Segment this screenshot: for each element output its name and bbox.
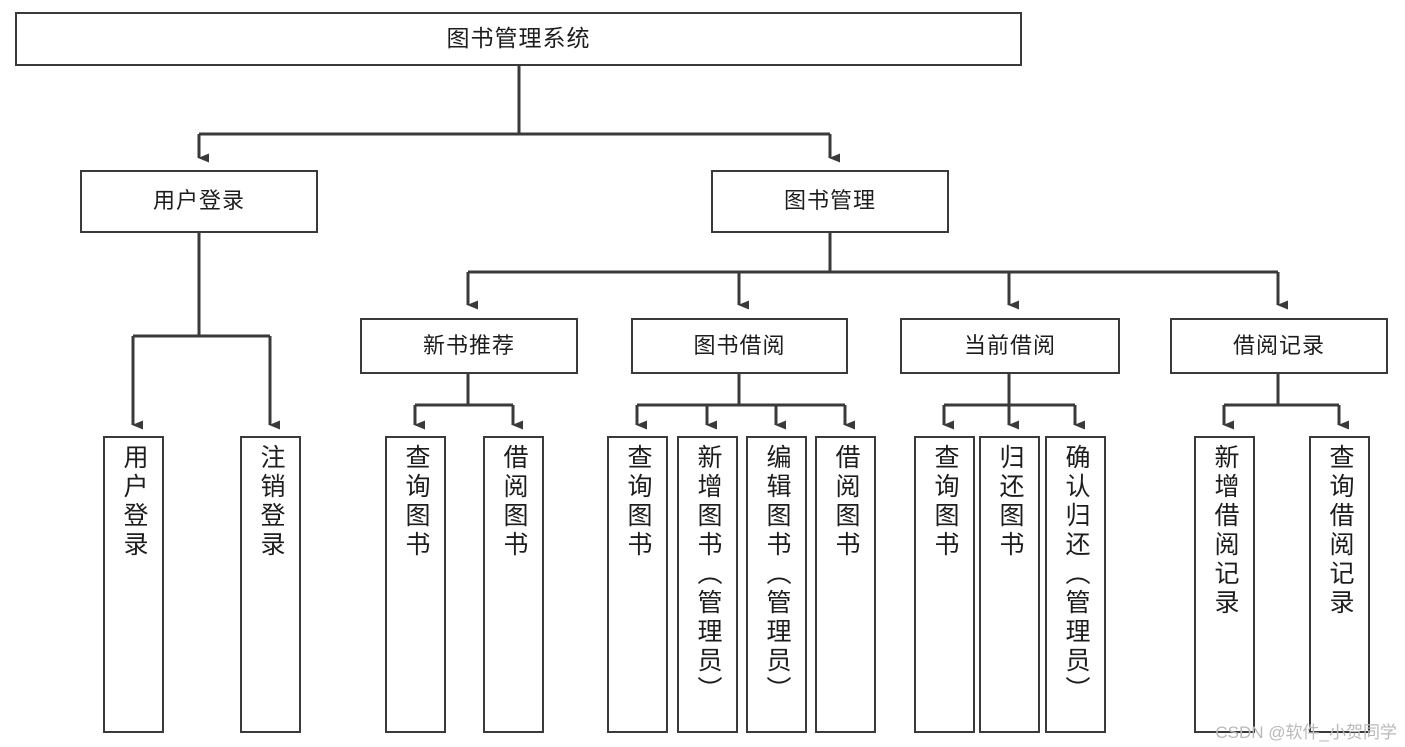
- node-leaf-return-book-label: 归还图书: [996, 444, 1024, 560]
- node-leaf-borrow-book-b-label: 借阅图书: [832, 444, 860, 560]
- node-borrow-record[interactable]: 借阅记录: [1170, 318, 1388, 374]
- node-leaf-edit-book-label: 编辑图书（管理员）: [763, 444, 791, 705]
- node-leaf-add-book-label: 新增图书（管理员）: [694, 444, 722, 705]
- node-leaf-add-book[interactable]: 新增图书（管理员）: [677, 436, 738, 733]
- node-leaf-return-book[interactable]: 归还图书: [979, 436, 1040, 733]
- node-leaf-borrow-book-a-label: 借阅图书: [500, 444, 528, 560]
- node-book-manage-label: 图书管理: [783, 188, 876, 214]
- node-leaf-confirm-return[interactable]: 确认归还（管理员）: [1045, 436, 1106, 733]
- node-root-label: 图书管理系统: [446, 25, 591, 52]
- node-leaf-query-book-b[interactable]: 查询图书: [607, 436, 668, 733]
- node-leaf-query-book-a-label: 查询图书: [402, 444, 430, 560]
- node-root[interactable]: 图书管理系统: [15, 12, 1022, 66]
- node-book-manage[interactable]: 图书管理: [711, 170, 949, 233]
- node-current-borrow-label: 当前借阅: [963, 332, 1056, 358]
- node-leaf-user-login[interactable]: 用户登录: [103, 436, 164, 733]
- node-book-borrow-label: 图书借阅: [693, 332, 786, 358]
- node-leaf-query-book-a[interactable]: 查询图书: [385, 436, 446, 733]
- node-leaf-query-book-c[interactable]: 查询图书: [914, 436, 975, 733]
- node-new-book-rec[interactable]: 新书推荐: [360, 318, 578, 374]
- node-user-login-label: 用户登录: [152, 188, 245, 214]
- node-leaf-borrow-book-b[interactable]: 借阅图书: [815, 436, 876, 733]
- node-leaf-query-record-label: 查询借阅记录: [1326, 444, 1354, 618]
- node-leaf-user-logout[interactable]: 注销登录: [240, 436, 301, 733]
- node-leaf-borrow-book-a[interactable]: 借阅图书: [483, 436, 544, 733]
- node-borrow-record-label: 借阅记录: [1232, 332, 1325, 358]
- node-leaf-query-record[interactable]: 查询借阅记录: [1309, 436, 1370, 733]
- node-new-book-rec-label: 新书推荐: [422, 332, 515, 358]
- node-leaf-add-record[interactable]: 新增借阅记录: [1194, 436, 1255, 733]
- node-leaf-query-book-c-label: 查询图书: [931, 444, 959, 560]
- node-leaf-user-login-label: 用户登录: [120, 444, 148, 560]
- node-current-borrow[interactable]: 当前借阅: [900, 318, 1120, 374]
- node-leaf-edit-book[interactable]: 编辑图书（管理员）: [746, 436, 807, 733]
- node-leaf-add-record-label: 新增借阅记录: [1211, 444, 1239, 618]
- node-leaf-query-book-b-label: 查询图书: [624, 444, 652, 560]
- node-leaf-confirm-return-label: 确认归还（管理员）: [1062, 444, 1090, 705]
- watermark: CSDN @软件_小贺同学: [1215, 723, 1397, 742]
- node-book-borrow[interactable]: 图书借阅: [631, 318, 848, 374]
- node-user-login[interactable]: 用户登录: [80, 170, 318, 233]
- node-leaf-user-logout-label: 注销登录: [257, 444, 285, 560]
